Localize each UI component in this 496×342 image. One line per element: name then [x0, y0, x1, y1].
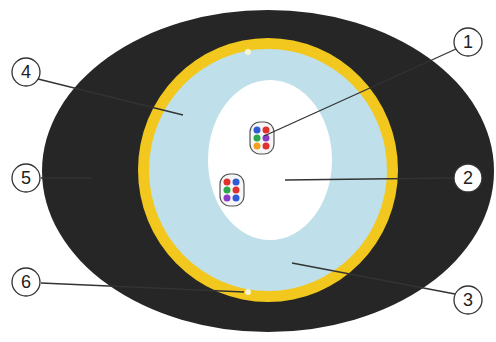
outer-sheath: [42, 10, 494, 332]
strength-member: [245, 49, 251, 55]
gel-filling: [208, 80, 332, 240]
armor-tape: [138, 38, 398, 302]
fiber-bundle: [250, 122, 274, 154]
loose-tube: [149, 49, 387, 291]
fiber-bundle: [220, 174, 244, 206]
callout-circles: [12, 28, 482, 314]
callout-number: 2: [453, 163, 483, 193]
leader-lines: [38, 49, 456, 294]
callout-number: 3: [453, 285, 483, 315]
callout-number: 4: [11, 57, 41, 87]
callout-number: 5: [11, 163, 41, 193]
strength-member: [245, 289, 251, 295]
callout-number: 6: [11, 267, 41, 297]
callout-number: 1: [453, 27, 483, 57]
